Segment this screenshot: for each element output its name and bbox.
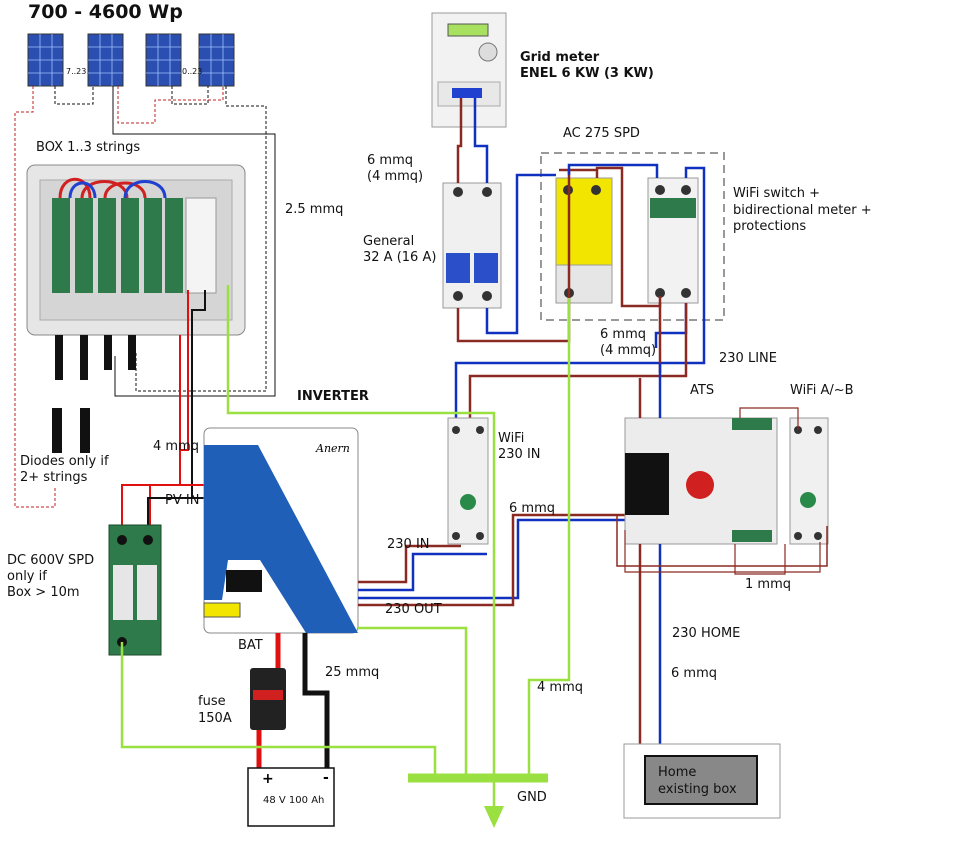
wifi-ab-switch bbox=[789, 417, 829, 545]
cable-home-label: 6 mmq bbox=[671, 666, 717, 681]
inverter-label: INVERTER bbox=[297, 389, 369, 404]
mc4-connectors bbox=[52, 335, 136, 453]
gnd-label: GND bbox=[517, 790, 547, 805]
ac-spd-region bbox=[540, 152, 725, 321]
grid-meter-title: Grid meter bbox=[520, 50, 600, 65]
solar-panel bbox=[145, 33, 182, 87]
diodes-label-1: Diodes only if bbox=[20, 454, 109, 469]
fuse-label-1: fuse bbox=[198, 694, 226, 709]
battery bbox=[247, 767, 335, 827]
dc-spd-label-2: only if bbox=[7, 569, 47, 584]
dc-spd-label-3: Box > 10m bbox=[7, 585, 80, 600]
cable-grid-label-2: (4 mmq) bbox=[367, 169, 424, 184]
ats-label: ATS bbox=[690, 383, 715, 398]
wifi-ab-label: WiFi A/~B bbox=[790, 383, 854, 398]
ground-arrow bbox=[484, 806, 504, 828]
ac-spd bbox=[555, 177, 613, 304]
out-230-label: 230 OUT bbox=[385, 602, 442, 617]
pv-in-label: PV IN bbox=[165, 493, 200, 508]
box-strings-label: BOX 1..3 strings bbox=[36, 140, 141, 155]
cable-mid-label-1: 6 mmq bbox=[600, 327, 646, 342]
inverter-ac-wires bbox=[358, 513, 630, 607]
wifi-switch-meter bbox=[647, 177, 699, 304]
home-box bbox=[623, 743, 781, 819]
wifi-230-in-label-2: 230 IN bbox=[498, 447, 541, 462]
fuse-label-2: 150A bbox=[198, 711, 232, 726]
inverter-brand: Anern bbox=[315, 442, 350, 455]
string-label-2: 0..23 bbox=[182, 67, 203, 76]
in-230-label: 230 IN bbox=[387, 537, 430, 552]
wifi-switch-label-1: WiFi switch + bbox=[733, 186, 820, 201]
general-label-1: General bbox=[363, 234, 415, 249]
string-label-1: 7..23 bbox=[66, 67, 87, 76]
cable-dc-pv-label: 2.5 mmq bbox=[285, 202, 344, 217]
wifi-switch-label-2: bidirectional meter + bbox=[733, 203, 872, 218]
general-breaker bbox=[442, 182, 502, 309]
cable-ats-label: 6 mmq bbox=[509, 501, 555, 516]
battery-fuse bbox=[250, 668, 286, 730]
battery-wires bbox=[256, 633, 330, 768]
ats bbox=[624, 417, 778, 545]
diodes-label-2: 2+ strings bbox=[20, 470, 88, 485]
wifi-230-in-switch bbox=[447, 417, 489, 545]
cable-pv-in-label: 4 mmq bbox=[153, 439, 199, 454]
cable-grid-label-1: 6 mmq bbox=[367, 153, 413, 168]
cable-signal-label: 1 mmq bbox=[745, 577, 791, 592]
dc-spd-label-1: DC 600V SPD bbox=[7, 553, 95, 568]
solar-panel bbox=[198, 33, 235, 87]
bat-label: BAT bbox=[238, 638, 263, 653]
solar-panel bbox=[87, 33, 124, 87]
grid-wires bbox=[454, 98, 706, 426]
home-box-label-2: existing box bbox=[658, 782, 737, 797]
grid-meter bbox=[431, 12, 507, 128]
solar-panel bbox=[27, 33, 64, 87]
fuse-holder bbox=[52, 197, 217, 294]
general-label-2: 32 A (16 A) bbox=[363, 250, 437, 265]
ground-wires bbox=[120, 285, 571, 813]
battery-label: 48 V 100 Ah bbox=[263, 795, 325, 806]
home-box-label-1: Home bbox=[658, 765, 697, 780]
solar-panels bbox=[27, 33, 235, 87]
dc-wires bbox=[121, 290, 206, 525]
wifi-230-in-label-1: WiFi bbox=[498, 431, 525, 446]
cable-bat-label: 25 mmq bbox=[325, 665, 380, 680]
inverter bbox=[203, 427, 359, 634]
cable-gnd-label: 4 mmq bbox=[537, 680, 583, 695]
battery-plus: + bbox=[262, 771, 274, 787]
wifi-switch-label-3: protections bbox=[733, 219, 807, 234]
dc-spd bbox=[108, 524, 162, 656]
ats-wires bbox=[616, 363, 828, 744]
string-connections bbox=[14, 86, 276, 508]
grid-meter-sub: ENEL 6 KW (3 KW) bbox=[520, 66, 654, 81]
home-230-label: 230 HOME bbox=[672, 626, 741, 641]
combiner-box bbox=[26, 164, 246, 453]
battery-minus: - bbox=[323, 770, 329, 786]
power-range-title: 700 - 4600 Wp bbox=[28, 1, 183, 23]
cable-mid-label-2: (4 mmq) bbox=[600, 343, 657, 358]
line-230-label: 230 LINE bbox=[719, 351, 777, 366]
ac-spd-label: AC 275 SPD bbox=[563, 126, 640, 141]
